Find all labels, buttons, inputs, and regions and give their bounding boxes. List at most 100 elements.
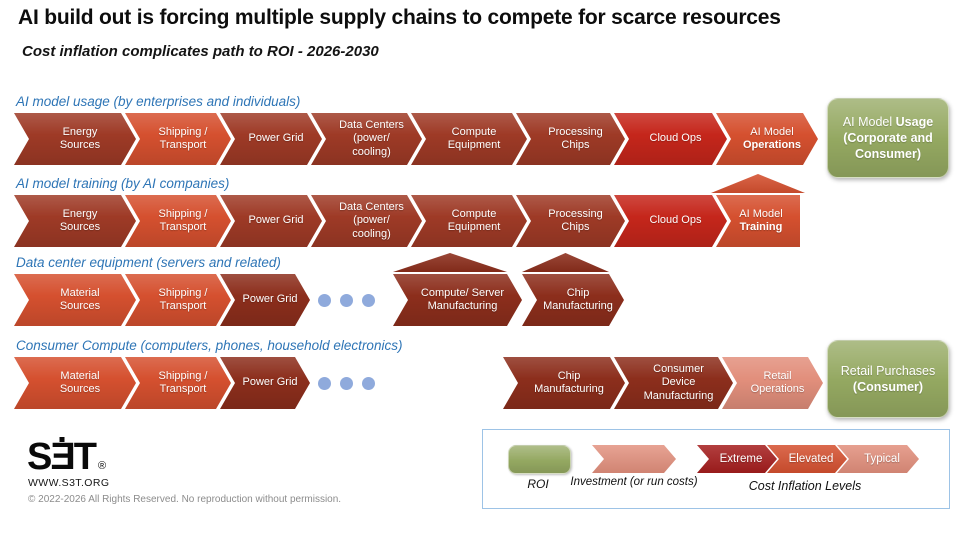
legend-level-typical: Typical	[837, 445, 919, 473]
copyright-text: © 2022-2026 All Rights Reserved. No repr…	[28, 494, 342, 505]
legend-level-label: Typical	[864, 453, 900, 465]
legend-level-elevated: Elevated	[767, 445, 847, 473]
chain-data-center-equipment: Data center equipment (servers and relat…	[14, 253, 964, 326]
block-label: Data Centers(power/cooling)	[339, 118, 404, 158]
block-label: Shipping /Transport	[158, 286, 208, 312]
page-title: AI build out is forcing multiple supply …	[18, 6, 781, 29]
block-shipping-transport: Shipping /Transport	[125, 274, 231, 326]
block-label: Power Grid	[242, 376, 298, 389]
dot-icon	[362, 293, 375, 307]
block-power-grid: Power Grid	[220, 274, 310, 326]
block-data-centers-power-cooling: Data Centers(power/cooling)	[311, 113, 422, 165]
logo-e3: Ǝ	[50, 436, 75, 478]
chain-label: AI model usage (by enterprises and indiv…	[16, 94, 301, 109]
legend-level-extreme: Extreme	[697, 445, 777, 473]
logo-s: S	[27, 436, 52, 478]
chain-label: Consumer Compute (computers, phones, hou…	[16, 338, 403, 353]
result-box-retail-purchases: Retail Purchases (Consumer)	[827, 340, 949, 418]
continuation-dots	[318, 357, 375, 409]
block-label: Shipping /Transport	[158, 125, 208, 151]
block-power-grid: Power Grid	[220, 357, 310, 409]
dot-icon	[318, 293, 331, 307]
dot-icon	[340, 293, 353, 307]
dot-icon	[362, 376, 375, 390]
block-label: Power Grid	[242, 293, 298, 306]
legend-cost-levels-label: Cost Inflation Levels	[748, 479, 862, 493]
block-power-grid: Power Grid	[220, 113, 322, 165]
continuation-dots	[318, 274, 375, 326]
legend-roi-label: ROI	[527, 477, 549, 491]
block-shipping-transport: Shipping /Transport	[125, 357, 231, 409]
result-box-ai-model-usage: AI Model Usage (Corporate and Consumer)	[827, 98, 949, 178]
chain-label: AI model training (by AI companies)	[16, 176, 230, 191]
chain-label: Data center equipment (servers and relat…	[16, 255, 281, 270]
block-power-grid: Power Grid	[220, 195, 322, 247]
dot-icon	[318, 376, 331, 390]
legend-investment-label: Investment (or run costs)	[570, 476, 698, 488]
chain-consumer-compute: Consumer Compute (computers, phones, hou…	[14, 338, 964, 418]
page-subtitle: Cost inflation complicates path to ROI -…	[22, 43, 379, 60]
block-label: Data Centers(power/cooling)	[339, 200, 404, 240]
legend-roi-swatch	[508, 445, 571, 474]
legend-investment-chevron	[592, 445, 676, 473]
chain-ai-model-usage: AI model usage (by enterprises and indiv…	[14, 94, 964, 178]
block-label: Cloud Ops	[649, 214, 702, 227]
block-cloud-ops: Cloud Ops	[614, 113, 727, 165]
logo-t: T	[73, 436, 97, 478]
block-shipping-transport: Shipping /Transport	[125, 195, 231, 247]
legend: ROI Investment (or run costs) Extreme Ele…	[482, 429, 950, 509]
block-label: Power Grid	[248, 214, 304, 227]
s3t-logo: SƎT®	[27, 438, 106, 476]
block-label: Shipping /Transport	[158, 207, 208, 233]
chain-ai-model-training: AI model training (by AI companies) Ener…	[14, 174, 964, 247]
block-data-centers-power-cooling: Data Centers(power/cooling)	[311, 195, 422, 247]
legend-cost-levels: Extreme Elevated Typical	[697, 445, 919, 473]
block-shipping-transport: Shipping /Transport	[125, 113, 231, 165]
registered-mark: ®	[97, 460, 107, 472]
legend-level-label: Extreme	[719, 453, 763, 465]
block-label: Power Grid	[248, 132, 304, 145]
website-url: WWW.S3T.ORG	[28, 477, 110, 489]
result-box-label: AI Model Usage (Corporate and Consumer)	[842, 114, 934, 162]
block-label: Cloud Ops	[649, 132, 702, 145]
block-cloud-ops: Cloud Ops	[614, 195, 727, 247]
block-label: Shipping /Transport	[158, 369, 208, 395]
dot-icon	[340, 376, 353, 390]
result-box-label: Retail Purchases (Consumer)	[840, 363, 936, 394]
legend-level-label: Elevated	[788, 453, 834, 465]
